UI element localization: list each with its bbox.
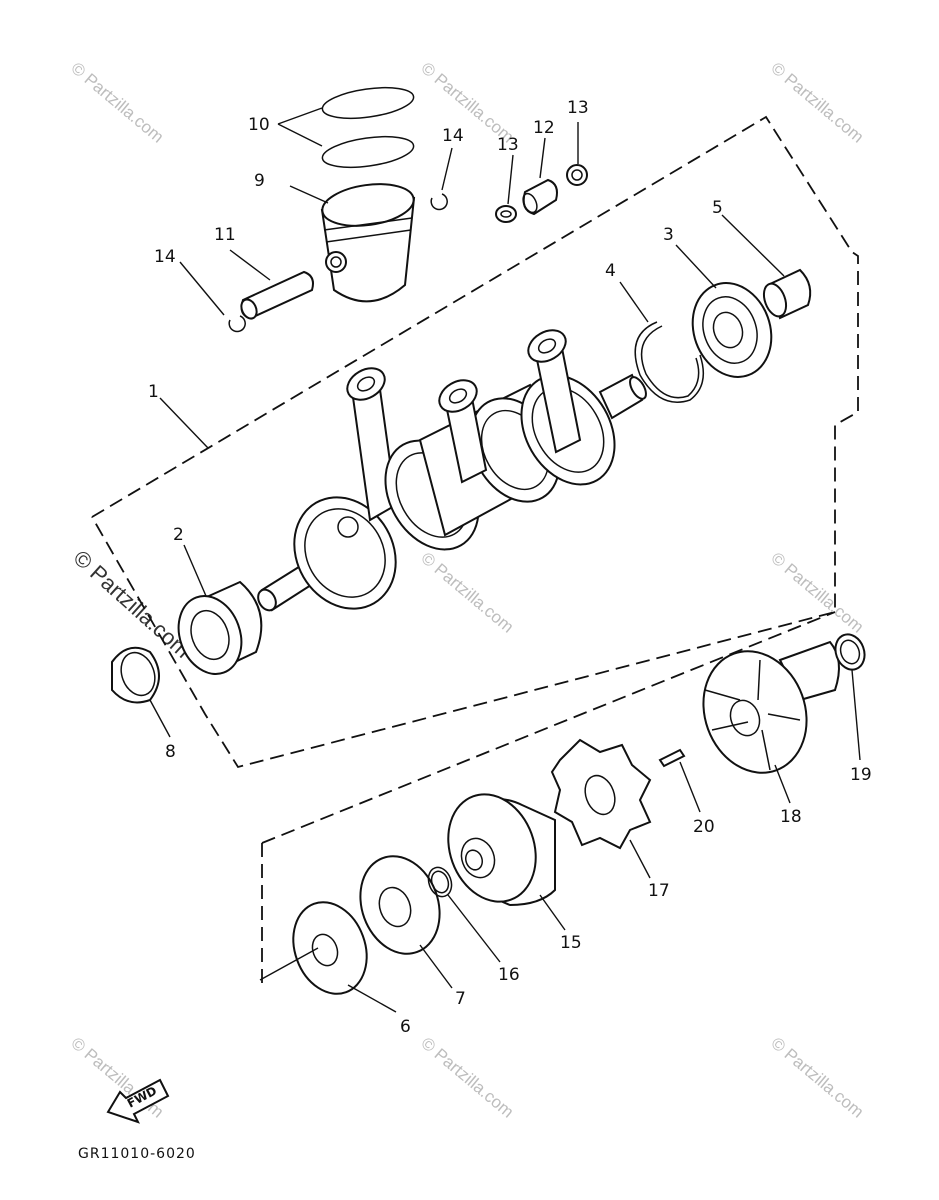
callout-13a: 13 — [497, 135, 519, 155]
piston-pin — [229, 249, 314, 320]
o-ring-16 — [427, 866, 501, 963]
callout-20: 20 — [693, 817, 715, 837]
watermark-top-center: © Partzilla.com — [417, 59, 517, 147]
callout-labels: 1 2 3 4 5 6 7 8 9 10 11 12 13 13 14 14 1… — [148, 98, 872, 1037]
callout-9: 9 — [254, 171, 265, 191]
callout-2: 2 — [173, 525, 184, 545]
callout-6: 6 — [400, 1017, 411, 1037]
callout-16: 16 — [498, 965, 520, 985]
callout-13b: 13 — [567, 98, 589, 118]
watermark-bottom-right: © Partzilla.com — [767, 1034, 867, 1122]
pin-20 — [658, 748, 701, 813]
piston — [289, 183, 416, 303]
small-end-parts — [495, 122, 588, 223]
piston-pin-clips — [179, 147, 453, 333]
washer-6 — [259, 901, 397, 1013]
watermark-mid-right: © Partzilla.com — [767, 549, 867, 637]
watermark-top-left: © Partzilla.com — [67, 59, 167, 147]
callout-8: 8 — [165, 742, 176, 762]
callout-19: 19 — [850, 765, 872, 785]
ring-19 — [834, 633, 866, 761]
callout-18: 18 — [780, 807, 802, 827]
callout-10: 10 — [248, 115, 270, 135]
callout-12: 12 — [533, 118, 555, 138]
watermark-large: © Partzilla.com — [69, 545, 196, 663]
callout-5: 5 — [712, 198, 723, 218]
damper-17 — [550, 738, 652, 879]
watermarks: © Partzilla.com © Partzilla.com © Partzi… — [67, 59, 867, 1122]
piston-rings — [277, 86, 415, 169]
watermark-mid-center: © Partzilla.com — [417, 549, 517, 637]
callout-7: 7 — [455, 989, 466, 1009]
main-bearing-front — [177, 544, 263, 675]
callout-17: 17 — [648, 881, 670, 901]
assembly-outline — [91, 115, 859, 985]
coupling-15 — [447, 793, 566, 931]
crankshaft — [257, 329, 647, 612]
watermark-top-right: © Partzilla.com — [767, 59, 867, 147]
callout-11: 11 — [214, 225, 236, 245]
callout-1: 1 — [148, 382, 159, 402]
watermark-bottom-center: © Partzilla.com — [417, 1034, 517, 1122]
main-bearing-rear — [675, 214, 812, 378]
callout-14a: 14 — [154, 247, 176, 267]
snap-ring — [619, 281, 705, 403]
callout-15: 15 — [560, 933, 582, 953]
oil-seal — [111, 646, 171, 738]
callout-3: 3 — [663, 225, 674, 245]
diagram-code: GR11010-6020 — [78, 1146, 196, 1162]
spacer-7 — [359, 855, 453, 989]
callout-14b: 14 — [442, 126, 464, 146]
coupling-18 — [702, 640, 840, 804]
callout-4: 4 — [605, 261, 616, 281]
